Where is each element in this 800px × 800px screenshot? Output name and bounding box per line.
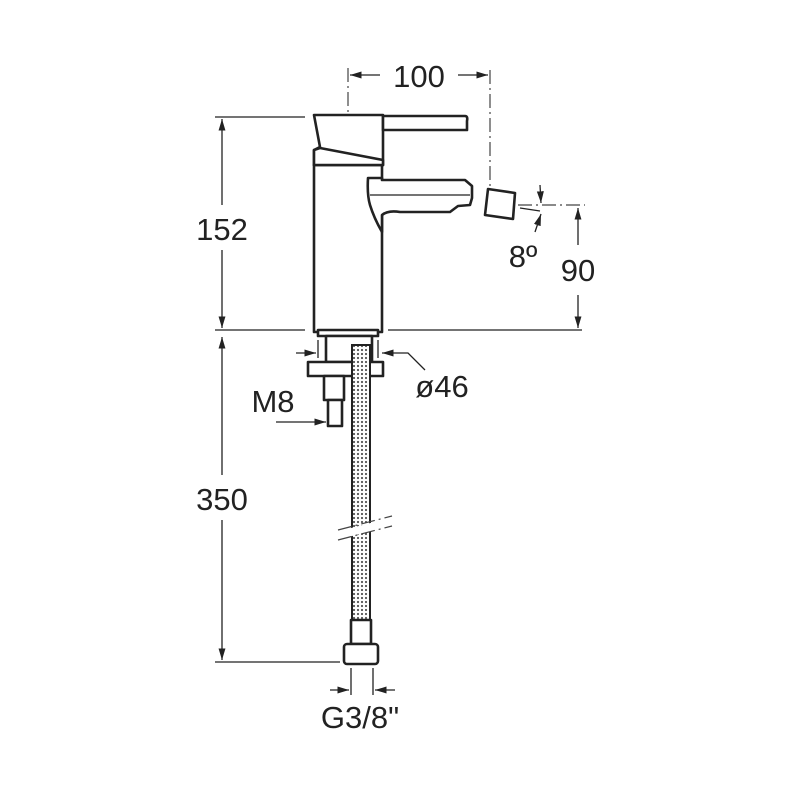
lever-handle (381, 114, 469, 132)
stud-m8 (326, 398, 344, 428)
dimension-height-total: 152 (196, 116, 582, 331)
faucet-body (312, 113, 517, 338)
spout-nozzle (483, 187, 517, 221)
dimension-spout-height: 90 8º (509, 184, 595, 328)
mounting-parts (306, 334, 393, 666)
stud-nut (322, 374, 346, 402)
label-100: 100 (393, 59, 445, 94)
spout (366, 176, 474, 234)
label-g-3-8: G3/8" (321, 700, 399, 735)
label-diameter-46: ø46 (415, 369, 468, 404)
hose-nut (342, 642, 380, 666)
dimension-hose-length: 350 (196, 337, 340, 663)
dimension-width-top: 100 (350, 59, 488, 94)
washer (306, 360, 385, 378)
label-90: 90 (561, 253, 595, 288)
label-8-degrees: 8º (509, 239, 538, 274)
label-152: 152 (196, 212, 248, 247)
dimension-hose-connection: G3/8" (321, 668, 399, 735)
dimension-stud-thread: M8 (251, 384, 326, 426)
label-350: 350 (196, 482, 248, 517)
dimension-base-diameter: ø46 (296, 340, 469, 404)
flexible-hose (351, 344, 371, 626)
label-m8: M8 (251, 384, 294, 419)
